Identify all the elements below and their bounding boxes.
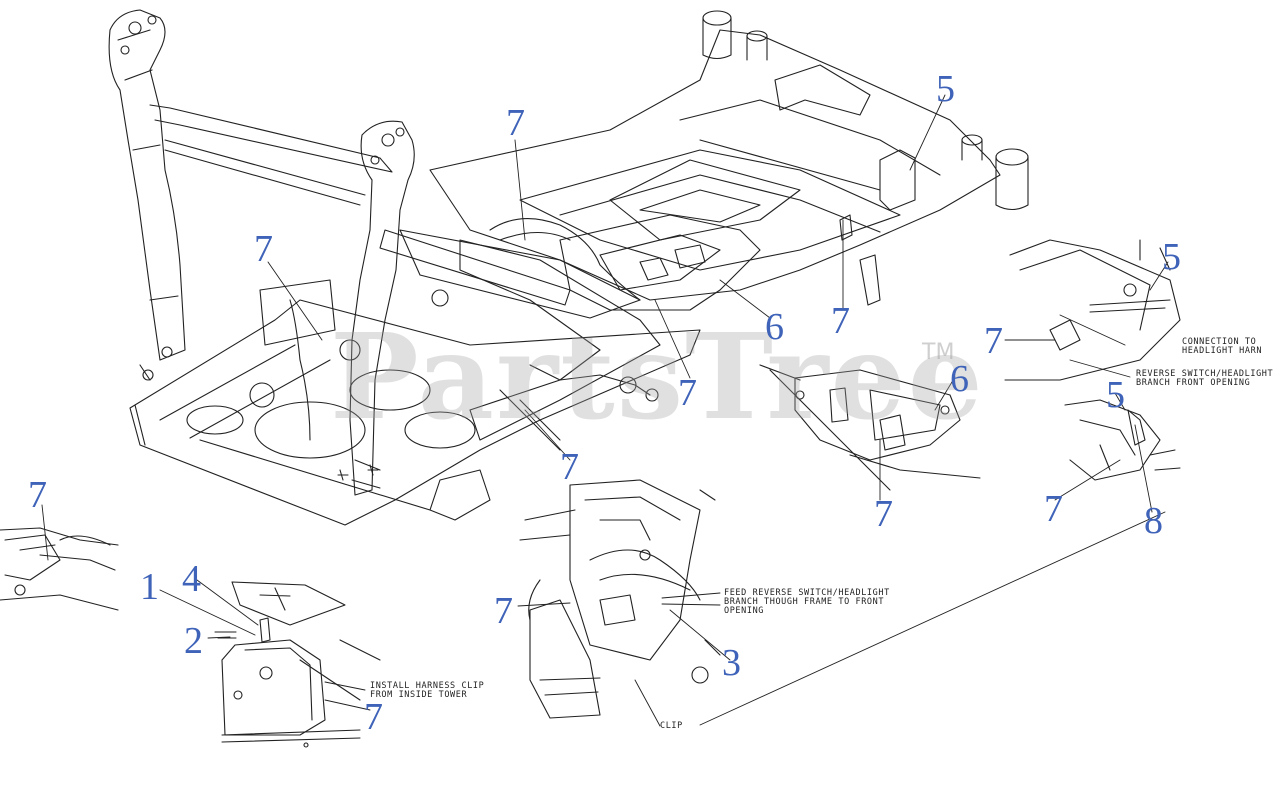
callout-7-detail-feed[interactable]: 7: [494, 590, 513, 632]
callout-7-harness-top[interactable]: 7: [506, 102, 525, 144]
callout-2[interactable]: 2: [184, 620, 203, 662]
detail-left-drawing: [0, 527, 119, 611]
callout-5-detail-right[interactable]: 5: [1162, 236, 1181, 278]
detail-connection-drawing: [1004, 239, 1181, 381]
callout-3[interactable]: 3: [722, 642, 741, 684]
callout-6-detail-dash[interactable]: 6: [950, 358, 969, 400]
callout-7-detail-dash[interactable]: 7: [874, 493, 893, 535]
callout-1[interactable]: 1: [140, 566, 159, 608]
note-clip: CLIP: [660, 721, 683, 731]
note-install-harness-clip: INSTALL HARNESS CLIP FROM INSIDE TOWER: [370, 681, 485, 700]
watermark: PartsTree: [330, 307, 985, 446]
callout-8[interactable]: 8: [1144, 500, 1163, 542]
callout-7-left-tower[interactable]: 7: [254, 228, 273, 270]
detail-harness-clip-drawing: [214, 581, 381, 748]
callout-7-detail-left[interactable]: 7: [28, 474, 47, 516]
callout-7-cross-tube[interactable]: 7: [560, 446, 579, 488]
detail-dash-drawing: [759, 364, 981, 491]
callout-5-detail-switch[interactable]: 5: [1106, 374, 1125, 416]
callout-5-top[interactable]: 5: [936, 68, 955, 110]
note-reverse-switch: REVERSE SWITCH/HEADLIGHT BRANCH FRONT OP…: [1136, 369, 1274, 388]
main-frame-drawing: [108, 9, 1029, 526]
trademark-mark: TM: [922, 340, 955, 365]
note-connection-headlight: CONNECTION TO HEADLIGHT HARN: [1182, 337, 1263, 356]
callout-7-front-plate[interactable]: 7: [678, 372, 697, 414]
callout-4[interactable]: 4: [182, 558, 201, 600]
callout-7-rear-frame[interactable]: 7: [831, 300, 850, 342]
detail-reverse-switch-drawing: [1064, 399, 1181, 481]
callout-7-detail-switch[interactable]: 7: [1044, 488, 1063, 530]
detail-feed-drawing: [519, 479, 721, 719]
callout-7-detail-tower[interactable]: 7: [364, 696, 383, 738]
callout-6-dash[interactable]: 6: [765, 306, 784, 348]
leader-lines: [41, 94, 1169, 727]
note-feed-reverse-switch: FEED REVERSE SWITCH/HEADLIGHT BRANCH THO…: [724, 588, 890, 616]
callout-7-detail-right[interactable]: 7: [984, 320, 1003, 362]
